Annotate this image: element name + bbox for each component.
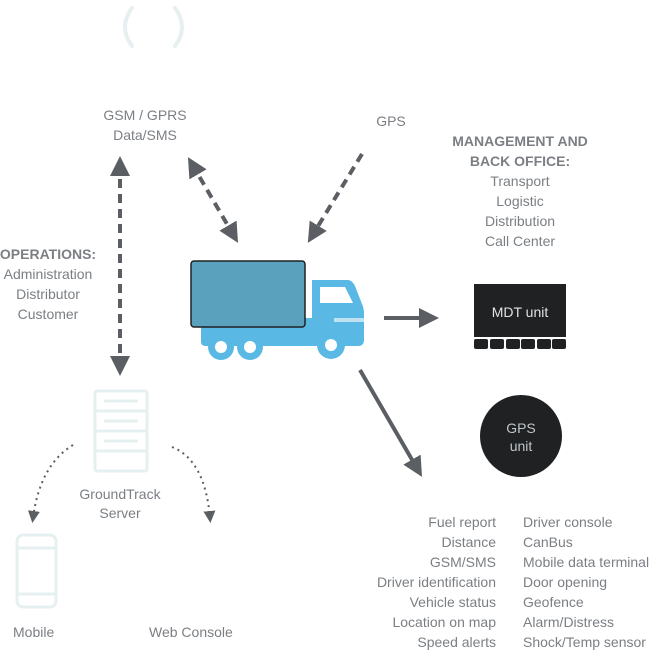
server-label: GroundTrack Server — [60, 485, 180, 523]
operations-item: Distributor — [16, 286, 80, 302]
feature-item: Distance — [441, 534, 496, 550]
server-label-line2: Server — [99, 505, 141, 521]
wireless-signal-icon — [123, 6, 184, 48]
truck-icon — [190, 260, 364, 360]
gsm-label-line1: GSM / GPRS — [103, 107, 187, 123]
features-left-list: Fuel report Distance GSM/SMS Driver iden… — [340, 512, 496, 652]
gps-truck-arrow — [307, 152, 364, 243]
server-mobile-arrow — [27, 444, 74, 523]
server-icon — [93, 389, 149, 473]
gps-unit-label-line2: unit — [509, 438, 533, 454]
management-item: Logistic — [496, 193, 544, 209]
management-block: MANAGEMENT AND BACK OFFICE: Transport Lo… — [430, 131, 610, 251]
management-title-line2: BACK OFFICE: — [469, 153, 571, 169]
feature-item: Mobile data terminal — [523, 554, 650, 570]
management-item: Transport — [490, 173, 550, 189]
gsm-label: GSM / GPRS Data/SMS — [90, 105, 200, 145]
web-console-label: Web Console — [149, 624, 233, 640]
gps-unit-label: GPS unit — [481, 419, 561, 455]
management-item: Distribution — [484, 213, 556, 229]
management-item: Call Center — [484, 233, 556, 249]
feature-item: Fuel report — [428, 514, 496, 530]
feature-item: Driver console — [523, 514, 613, 530]
feature-item: Alarm/Distress — [523, 614, 615, 630]
gps-unit-icon — [480, 395, 562, 477]
feature-item: Shock/Temp sensor — [523, 634, 646, 650]
feature-item: Driver identification — [376, 574, 496, 590]
mdt-unit-icon — [474, 284, 566, 349]
operations-item: Administration — [3, 266, 93, 282]
server-label-line1: GroundTrack — [79, 486, 161, 502]
operations-item: Customer — [17, 306, 79, 322]
feature-item: Speed alerts — [417, 634, 496, 650]
operations-block: OPERATIONS: Administration Distributor C… — [0, 244, 100, 324]
feature-item: CanBus — [523, 534, 573, 550]
features-right-list: Driver console CanBus Mobile data termin… — [523, 512, 663, 652]
feature-item: Geofence — [523, 594, 584, 610]
feature-item: Location on map — [392, 614, 496, 630]
mobile-label: Mobile — [13, 624, 55, 640]
gps-unit-label-line1: GPS — [506, 420, 536, 436]
gps-label: GPS — [376, 113, 406, 129]
gsm-truck-arrow — [187, 157, 239, 243]
feature-item: Vehicle status — [409, 594, 496, 610]
feature-item: Door opening — [523, 574, 608, 590]
truck-features-arrow — [358, 368, 423, 477]
gsm-label-line2: Data/SMS — [113, 127, 177, 143]
feature-item: GSM/SMS — [429, 554, 496, 570]
server-web-arrow — [171, 446, 216, 523]
management-title-line1: MANAGEMENT AND — [452, 133, 588, 149]
mdt-unit-label: MDT unit — [491, 304, 549, 320]
operations-title: OPERATIONS: — [0, 246, 97, 262]
mobile-phone-icon — [15, 533, 58, 609]
